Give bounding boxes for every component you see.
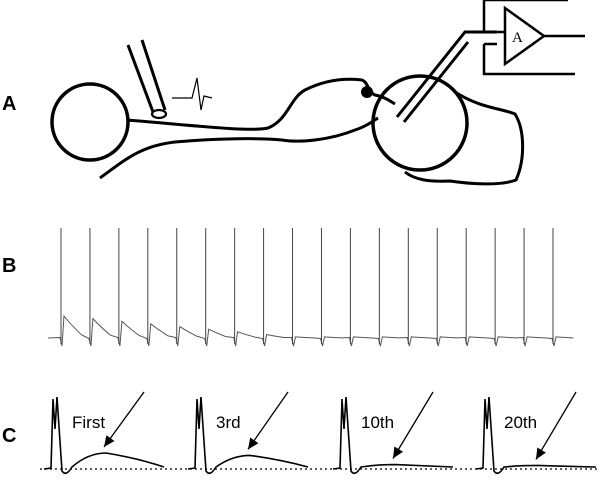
axon-lower-outline bbox=[99, 116, 379, 180]
c-epsp-trace bbox=[43, 396, 165, 475]
postsynaptic-outline bbox=[404, 90, 525, 186]
c-arrowhead bbox=[393, 446, 403, 459]
stimulus-waveform bbox=[172, 77, 213, 111]
panel-b-label: B bbox=[2, 255, 16, 277]
c-trace-label: 20th bbox=[504, 413, 537, 432]
panel-c-label: C bbox=[2, 425, 16, 447]
panel-a-label: A bbox=[2, 93, 16, 115]
panel-b: B bbox=[2, 228, 574, 347]
c-epsp-trace bbox=[187, 396, 309, 475]
postsynaptic-soma bbox=[371, 74, 469, 172]
stimulating-electrode bbox=[126, 39, 213, 120]
c-trace-label: First bbox=[72, 413, 105, 432]
b-spikes bbox=[60, 228, 554, 344]
synaptic-bouton bbox=[361, 86, 373, 98]
c-arrow bbox=[247, 391, 289, 450]
c-arrowhead bbox=[104, 435, 115, 447]
c-epsp-trace bbox=[475, 396, 597, 475]
c-arrowhead bbox=[536, 447, 546, 460]
c-traces: First 3rd 10th 20th bbox=[43, 391, 597, 475]
c-arrowhead bbox=[248, 437, 259, 450]
axon-outline bbox=[126, 77, 396, 131]
recording-electrode bbox=[395, 30, 497, 123]
c-arrow bbox=[535, 391, 577, 460]
c-epsp-trace bbox=[332, 396, 454, 475]
presynaptic-soma bbox=[50, 82, 130, 162]
b-voltage-trace bbox=[47, 314, 574, 347]
amplifier-feedback-wire bbox=[482, 0, 585, 76]
panel-a: A A bbox=[2, 0, 585, 186]
amplifier: A bbox=[482, 0, 585, 76]
amplifier-label: A bbox=[512, 30, 523, 46]
c-trace-label: 10th bbox=[361, 413, 394, 432]
c-trace-label: 3rd bbox=[216, 413, 241, 432]
c-arrow bbox=[392, 391, 434, 459]
c-arrow bbox=[103, 391, 145, 448]
panel-c: C First 3rd 10th 20th bbox=[2, 391, 598, 475]
